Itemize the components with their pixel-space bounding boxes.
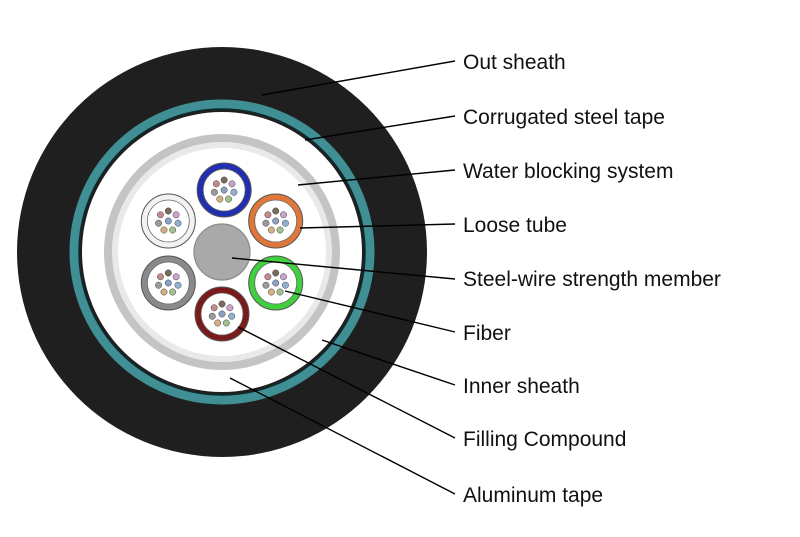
fiber	[276, 288, 284, 296]
label-inner-sheath: Inner sheath	[463, 375, 580, 398]
leader-fiber	[284, 290, 456, 333]
leader-corrugated-steel-tape	[304, 115, 456, 141]
fiber	[226, 304, 234, 312]
fiber	[264, 273, 272, 281]
fiber	[264, 211, 272, 219]
label-filling-compound: Filling Compound	[463, 428, 626, 451]
fiber	[228, 180, 236, 188]
fiber	[262, 219, 270, 227]
fiber	[267, 288, 275, 296]
steel-wire-strength-member	[193, 223, 251, 281]
fiber	[155, 281, 163, 289]
fiber	[225, 195, 232, 203]
fiber	[218, 310, 226, 318]
fiber	[230, 188, 238, 196]
label-out-sheath: Out sheath	[463, 51, 566, 74]
fiber	[228, 312, 236, 320]
loose-tube-green	[248, 255, 304, 311]
label-steel-wire-strength-member: Steel-wire strength member	[463, 268, 721, 291]
label-water-blocking-system: Water blocking system	[463, 160, 673, 183]
fiber	[208, 312, 216, 320]
label-loose-tube: Loose tube	[463, 214, 567, 237]
fiber	[164, 269, 172, 277]
fiber	[169, 288, 177, 296]
leader-steel-wire-strength-member	[231, 257, 456, 280]
fiber	[280, 273, 287, 281]
fiber	[212, 180, 220, 188]
leader-aluminum-tape	[229, 377, 456, 495]
fiber	[272, 217, 280, 225]
label-corrugated-steel-tape: Corrugated steel tape	[463, 106, 665, 129]
fiber	[155, 219, 163, 227]
fiber	[210, 304, 218, 312]
fiber	[220, 186, 228, 194]
fiber	[281, 219, 289, 227]
fiber	[272, 207, 280, 215]
fiber	[160, 288, 168, 296]
fiber	[164, 207, 172, 215]
loose-tube-blue	[196, 162, 252, 218]
loose-tube-white	[140, 193, 196, 249]
fiber	[280, 211, 287, 219]
leader-out-sheath	[261, 60, 456, 96]
fiber	[174, 219, 182, 227]
fiber	[272, 279, 280, 287]
fiber	[174, 281, 182, 289]
fiber	[272, 269, 280, 277]
loose-tube-gray	[140, 255, 196, 311]
fiber	[267, 226, 275, 234]
fiber	[160, 226, 168, 234]
loose-tube-orange	[248, 193, 304, 249]
fiber	[164, 217, 172, 225]
fiber	[220, 176, 228, 184]
loose-tubes-group	[140, 162, 304, 342]
fiber	[157, 211, 164, 219]
leader-filling-compound	[237, 326, 456, 439]
leader-water-blocking-system	[297, 169, 456, 186]
fiber	[157, 273, 164, 281]
fiber	[222, 319, 230, 327]
callout-labels: Out sheath Corrugated steel tape Water b…	[463, 51, 721, 507]
fiber	[210, 188, 218, 196]
label-fiber: Fiber	[463, 322, 511, 345]
fiber	[281, 281, 289, 289]
leader-lines	[229, 60, 456, 495]
fiber	[214, 319, 222, 327]
label-aluminum-tape: Aluminum tape	[463, 484, 603, 507]
fiber	[164, 279, 172, 287]
corrugated-steel-tape-ring	[69, 99, 375, 405]
fiber	[172, 211, 180, 219]
corrugated-steel-tape-inner-line	[78, 108, 366, 396]
fiber	[218, 300, 226, 308]
fiber	[169, 226, 177, 234]
leader-loose-tube	[299, 223, 456, 229]
fiber	[276, 226, 284, 234]
loose-tube-brown	[194, 286, 250, 342]
fiber	[216, 195, 224, 203]
leader-inner-sheath	[321, 339, 456, 386]
fiber	[262, 281, 270, 289]
fiber	[172, 273, 180, 281]
